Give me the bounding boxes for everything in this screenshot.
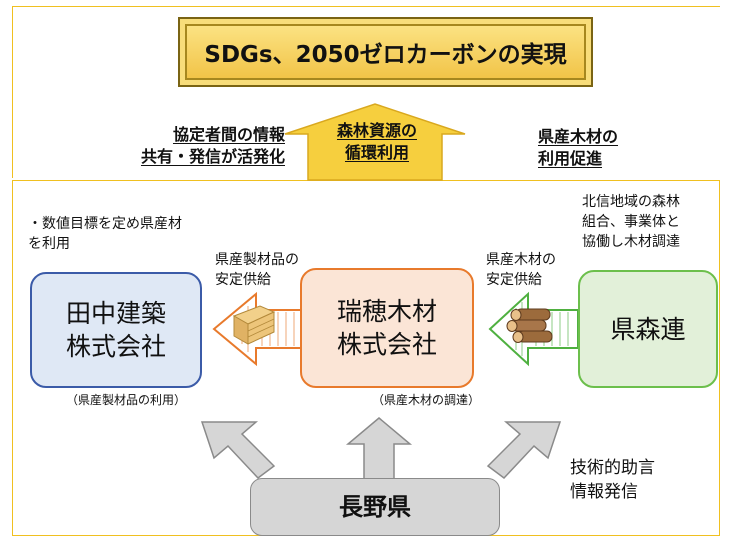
logs-icon xyxy=(506,308,553,343)
tanaka-note-line2: を利用 xyxy=(28,236,70,252)
supply-products-line2: 安定供給 xyxy=(215,272,271,288)
gray-arrow-right-icon xyxy=(486,421,562,480)
center-arrow-line2: 循環利用 xyxy=(344,143,409,162)
timber-promotion-line2: 利用促進 xyxy=(538,149,603,168)
arrow-up-icon xyxy=(284,103,466,181)
kenshinren-note-line1: 北信地域の森林 xyxy=(582,194,680,210)
tanaka-box: 田中建築 株式会社 xyxy=(30,272,202,388)
mizuho-box: 瑞穂木材 株式会社 xyxy=(300,268,474,388)
goal-title: SDGs、2050ゼロカーボンの実現 xyxy=(204,42,567,68)
mizuho-name-line1: 瑞穂木材 xyxy=(336,297,437,326)
support-line1: 技術的助言 xyxy=(570,458,655,478)
goal-frame xyxy=(12,6,720,178)
mizuho-sub: （県産木材の調達） xyxy=(372,393,481,407)
info-sharing-text: 協定者間の情報 共有・発信が活発化 xyxy=(85,124,285,168)
tanaka-note: ・数値目標を定め県産材 を利用 xyxy=(28,214,228,254)
supply-timber-line1: 県産木材の xyxy=(486,252,556,268)
timber-promotion-text: 県産木材の 利用促進 xyxy=(538,126,658,170)
lumber-icon xyxy=(232,305,276,345)
kenshinren-note-line3: 協働し木材調達 xyxy=(582,234,680,250)
supply-products-line1: 県産製材品の xyxy=(215,252,299,268)
gray-arrow-icon xyxy=(200,421,276,480)
info-sharing-line1: 協定者間の情報 xyxy=(172,125,285,144)
tanaka-name-line1: 田中建築 xyxy=(65,299,166,328)
center-arrow-line1: 森林資源の xyxy=(336,121,417,140)
nagano-name: 長野県 xyxy=(339,492,411,521)
supply-timber-label: 県産木材の 安定供給 xyxy=(486,250,636,290)
info-sharing-line2: 共有・発信が活発化 xyxy=(140,147,285,166)
timber-promotion-line1: 県産木材の xyxy=(538,127,619,146)
tanaka-note-line1: ・数値目標を定め県産材 xyxy=(28,216,182,232)
kenshinren-note-line2: 組合、事業体と xyxy=(582,214,680,230)
supply-timber-line2: 安定供給 xyxy=(486,272,542,288)
support-text: 技術的助言 情報発信 xyxy=(570,456,710,504)
gray-arrow-up-icon xyxy=(345,417,413,481)
kenshinren-box: 県森連 xyxy=(578,270,718,388)
mizuho-name-line2: 株式会社 xyxy=(336,330,437,359)
tanaka-name-line2: 株式会社 xyxy=(65,332,166,361)
support-line2: 情報発信 xyxy=(570,482,638,502)
nagano-box: 長野県 xyxy=(250,478,500,536)
goal-banner: SDGs、2050ゼロカーボンの実現 xyxy=(178,17,593,87)
supply-products-label: 県産製材品の 安定供給 xyxy=(215,250,365,290)
kenshinren-note: 北信地域の森林 組合、事業体と 協働し木材調達 xyxy=(582,192,722,252)
center-arrow-text: 森林資源の 循環利用 xyxy=(322,120,432,164)
kenshinren-name: 県森連 xyxy=(610,314,686,344)
tanaka-sub: （県産製材品の利用） xyxy=(66,393,187,407)
